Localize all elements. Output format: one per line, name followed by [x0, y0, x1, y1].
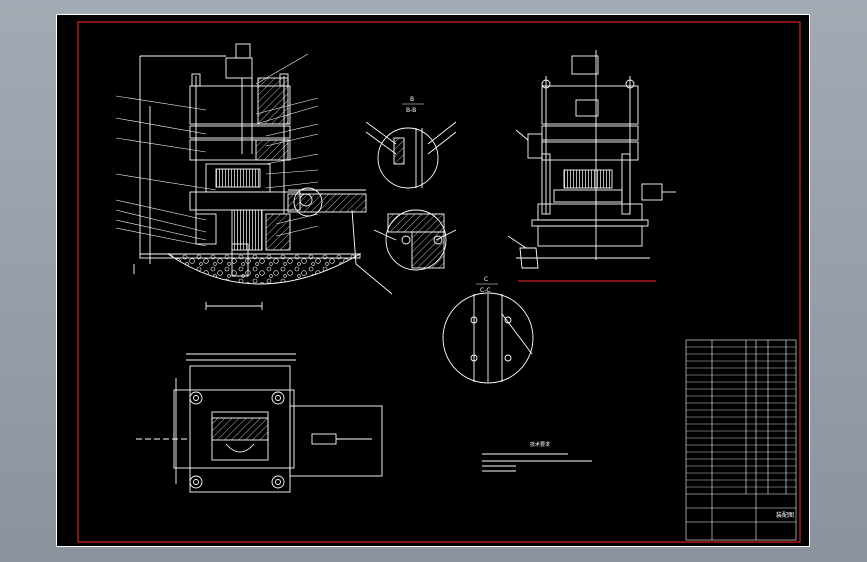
section-b-letter: B: [410, 96, 414, 103]
section-b-scale: B-B: [406, 107, 416, 114]
title-block: 装配图: [776, 511, 794, 519]
drawing-canvas: B B-B C C-C: [56, 14, 810, 547]
section-c-letter: C: [484, 276, 488, 283]
notes-title: 技术要求: [530, 441, 550, 448]
outer-frame: [56, 14, 810, 547]
front-view: [133, 43, 393, 310]
top-view: [136, 353, 383, 493]
parts-list: [685, 339, 797, 541]
inner-frame: [77, 21, 801, 543]
drawing-sheet: B B-B C C-C: [56, 14, 810, 547]
side-view: [507, 50, 676, 269]
front-leaders: [115, 53, 319, 247]
parts-list-rows: [686, 346, 796, 488]
section-labels: B B-B C C-C: [402, 96, 498, 294]
detail-b-view: [365, 121, 534, 384]
technical-notes: 技术要求: [482, 441, 592, 472]
section-c-scale: C-C: [480, 287, 491, 294]
title-block-name: 装配图: [776, 511, 794, 519]
